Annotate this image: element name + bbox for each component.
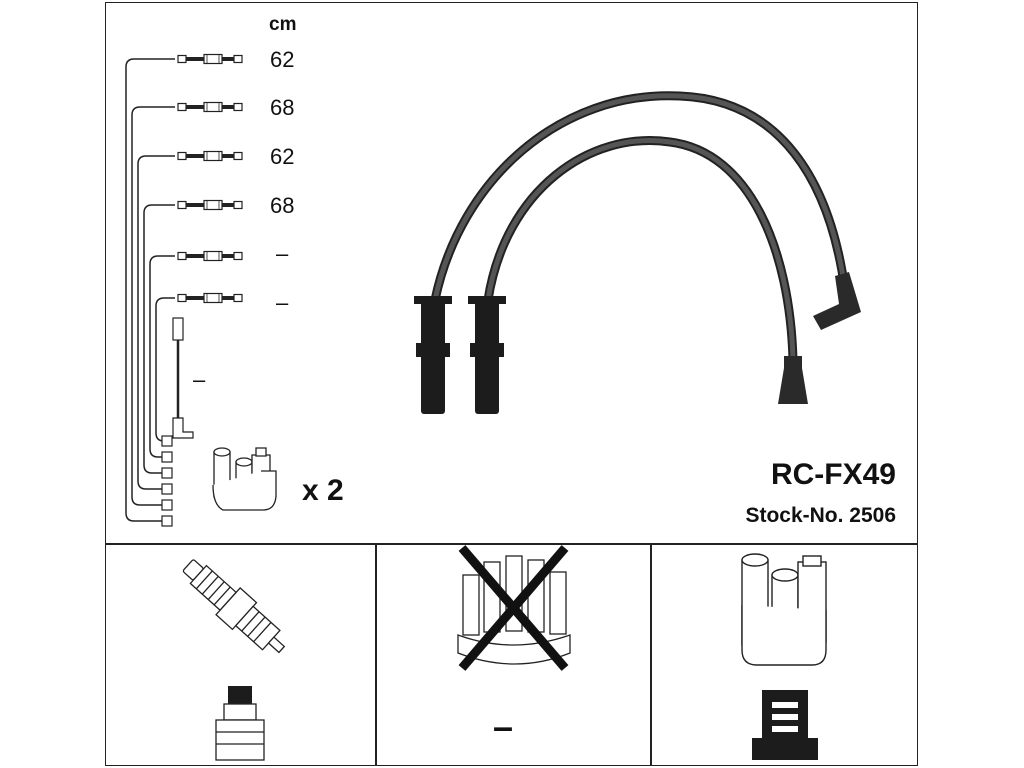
- ignition-coil-icon: [212, 447, 277, 511]
- wire-length-4: 68: [270, 193, 295, 218]
- divider-col-1: [375, 543, 377, 766]
- divider-col-2: [650, 543, 652, 766]
- wire-length-5: –: [276, 241, 289, 266]
- wire-set-diagram: [125, 58, 175, 522]
- coil-wire: [172, 317, 194, 439]
- ignition-cables-illustration: [414, 91, 861, 414]
- coil-wire-length: –: [193, 367, 206, 392]
- ignition-coil-icon: [741, 553, 827, 666]
- wire-length-1: 62: [270, 47, 295, 72]
- coil-connector-icon: [752, 690, 818, 760]
- model-number: RC-FX49: [770, 458, 896, 491]
- wire-length-2: 68: [270, 95, 295, 120]
- spark-plug-boot-icon: [215, 686, 265, 761]
- wire-length-6: –: [276, 290, 289, 315]
- spark-plug-icon: [182, 559, 286, 654]
- divider-main: [105, 543, 918, 545]
- unit-label: cm: [269, 14, 297, 35]
- wire-length-3: 62: [270, 144, 295, 169]
- distributor-cap-icon: [457, 545, 571, 671]
- stock-number: Stock-No. 2506: [745, 504, 896, 527]
- diagram-frame: [105, 2, 918, 766]
- spark-plug-boot-value: –: [493, 706, 514, 747]
- quantity-label: x 2: [302, 474, 344, 507]
